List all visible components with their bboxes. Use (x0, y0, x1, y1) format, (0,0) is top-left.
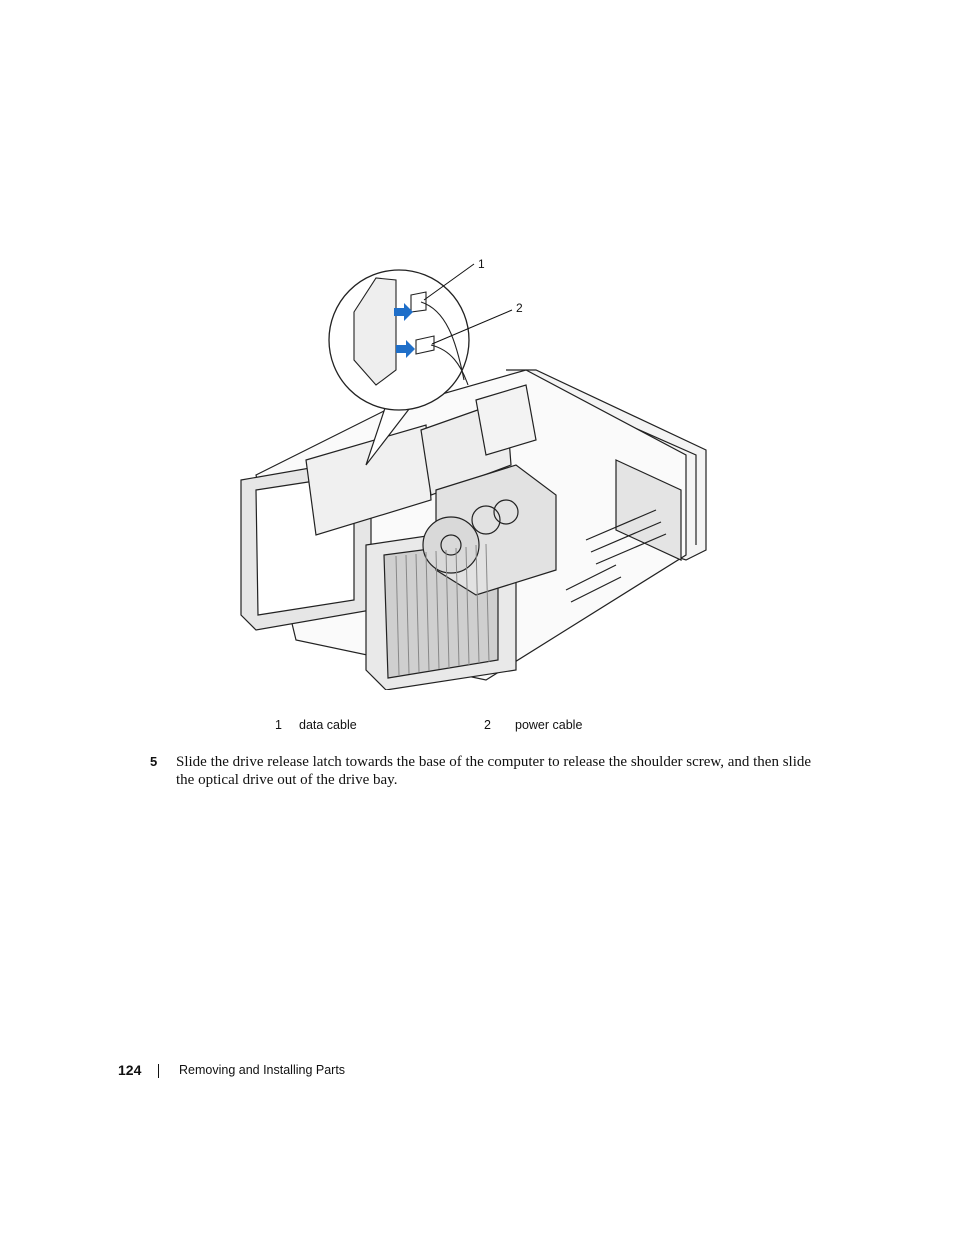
callout-number: 1 (478, 257, 485, 271)
legend-label: data cable (299, 718, 357, 732)
legend-number: 2 (484, 718, 491, 732)
footer-section-title: Removing and Installing Parts (179, 1063, 346, 1077)
footer-divider (158, 1064, 159, 1078)
page-number: 124 (118, 1062, 142, 1078)
callout-number: 2 (516, 301, 523, 315)
legend-number: 1 (275, 718, 282, 732)
step-number: 5 (150, 754, 158, 769)
step-text: Slide the drive release latch towards th… (176, 754, 812, 788)
legend-label: power cable (515, 718, 583, 732)
computer-interior-illustration: 1 2 (236, 250, 716, 690)
